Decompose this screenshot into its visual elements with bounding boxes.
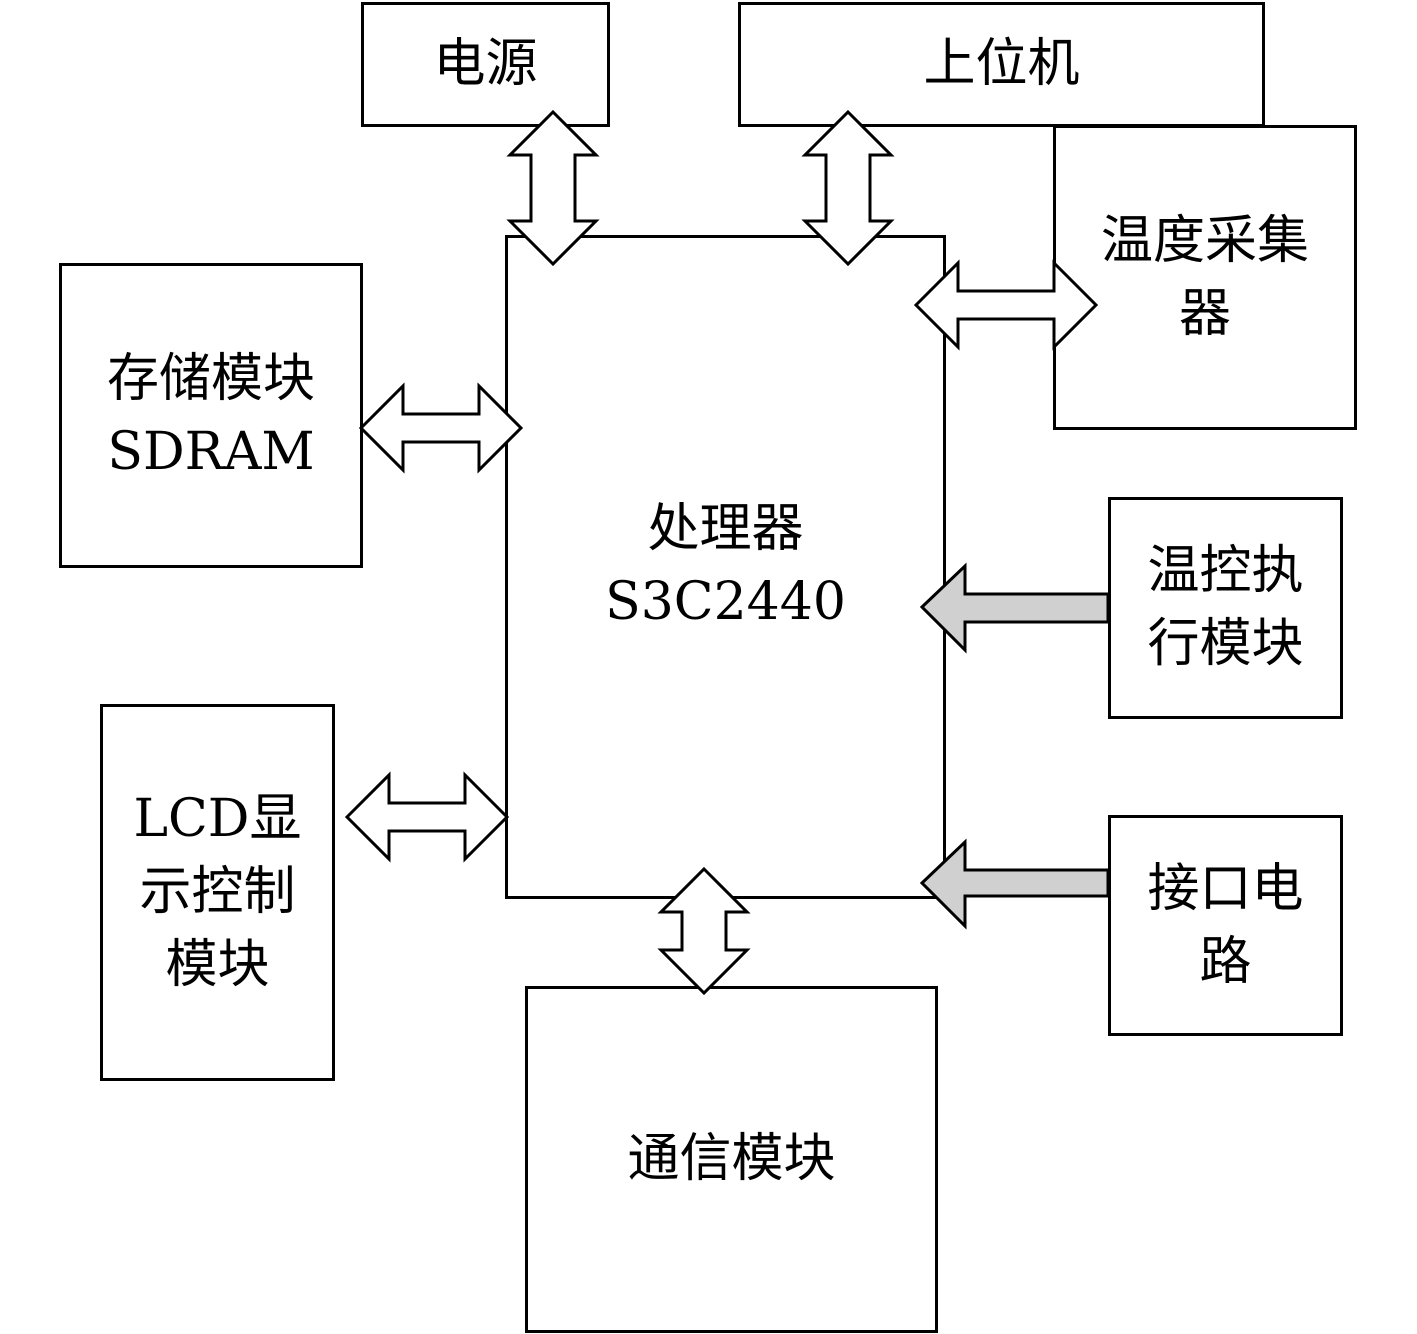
communication-module-label: 通信模块 bbox=[627, 1129, 836, 1190]
interface-circuit-label-line2: 路 bbox=[1199, 931, 1252, 992]
lcd-display-control-block: LCD显 示控制 模块 bbox=[100, 704, 335, 1081]
lcd-label-line3: 模块 bbox=[165, 934, 270, 995]
interface-circuit-label-line1: 接口电 bbox=[1147, 858, 1304, 919]
processor-label-line1: 处理器 bbox=[647, 499, 804, 559]
interface-circuit-to-processor-arrow bbox=[919, 838, 1110, 930]
communication-processor-arrow bbox=[657, 866, 751, 996]
temperature-collector-label-line1: 温度采集 bbox=[1100, 210, 1309, 271]
temperature-control-label-line2: 行模块 bbox=[1147, 614, 1304, 674]
memory-module-label-line1: 存储模块 bbox=[106, 348, 315, 409]
power-processor-arrow bbox=[506, 109, 600, 267]
memory-module-block: 存储模块 SDRAM bbox=[59, 263, 363, 568]
host-computer-block: 上位机 bbox=[738, 2, 1265, 127]
temperature-control-label-line1: 温控执 bbox=[1147, 541, 1304, 602]
communication-module-block: 通信模块 bbox=[525, 986, 938, 1333]
host-computer-label: 上位机 bbox=[923, 34, 1080, 95]
memory-processor-arrow bbox=[358, 382, 524, 474]
lcd-label-line2: 示控制 bbox=[139, 862, 296, 923]
power-label: 电源 bbox=[433, 34, 538, 95]
interface-circuit-block: 接口电 路 bbox=[1108, 815, 1343, 1036]
temperature-collector-processor-arrow bbox=[913, 259, 1099, 351]
temperature-collector-label-line2: 器 bbox=[1178, 283, 1231, 344]
lcd-label-line1: LCD显 bbox=[133, 789, 302, 850]
temperature-control-to-processor-arrow bbox=[919, 562, 1110, 654]
lcd-processor-arrow bbox=[344, 771, 510, 863]
host-processor-arrow bbox=[801, 109, 895, 267]
temperature-control-module-block: 温控执 行模块 bbox=[1108, 497, 1343, 719]
processor-label-line2: S3C2440 bbox=[605, 571, 846, 632]
memory-module-label-line2: SDRAM bbox=[107, 421, 315, 482]
power-block: 电源 bbox=[361, 2, 610, 127]
